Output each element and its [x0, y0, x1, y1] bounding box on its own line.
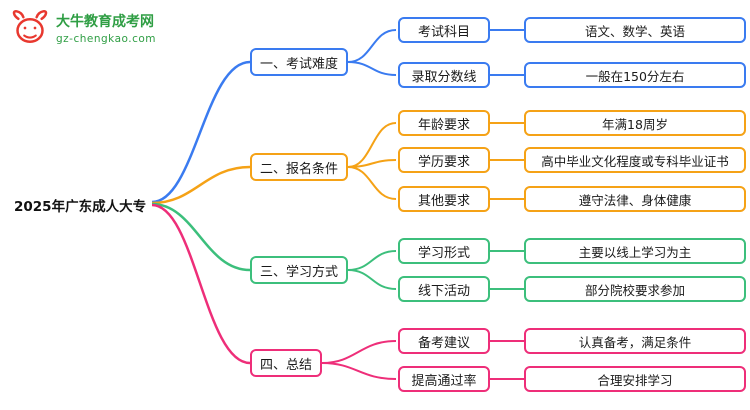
- site-url: gz-chengkao.com: [56, 33, 157, 45]
- sub-node-other-requirement: 其他要求: [398, 186, 490, 212]
- branch-node-summary: 四、总结: [250, 349, 322, 377]
- value-node-exam-subjects: 语文、数学、英语: [524, 17, 746, 43]
- site-logo: 大牛教育成考网 gz-chengkao.com: [10, 8, 156, 48]
- value-node-pass-rate: 合理安排学习: [524, 366, 746, 392]
- value-node-admission-score: 一般在150分左右: [524, 62, 746, 88]
- sub-node-age-requirement: 年龄要求: [398, 110, 490, 136]
- sub-node-pass-rate: 提高通过率: [398, 366, 490, 392]
- value-node-other-requirement: 遵守法律、身体健康: [524, 186, 746, 212]
- sub-node-education-requirement: 学历要求: [398, 147, 490, 173]
- logo-text: 大牛教育成考网 gz-chengkao.com: [56, 11, 156, 45]
- branch-node-register-conditions: 二、报名条件: [250, 153, 348, 181]
- sub-node-study-form: 学习形式: [398, 238, 490, 264]
- branch-node-study-method: 三、学习方式: [250, 256, 348, 284]
- bull-logo-icon: [12, 10, 48, 43]
- root-node: 2025年广东成人大专: [14, 199, 147, 215]
- sub-node-admission-score: 录取分数线: [398, 62, 490, 88]
- value-node-prep-advice: 认真备考，满足条件: [524, 328, 746, 354]
- value-node-education-requirement: 高中毕业文化程度或专科毕业证书: [524, 147, 746, 173]
- value-node-offline-activity: 部分院校要求参加: [524, 276, 746, 302]
- sub-node-exam-subjects: 考试科目: [398, 17, 490, 43]
- branch-node-exam-difficulty: 一、考试难度: [250, 48, 348, 76]
- value-node-age-requirement: 年满18周岁: [524, 110, 746, 136]
- site-name: 大牛教育成考网: [56, 14, 154, 30]
- value-node-study-form: 主要以线上学习为主: [524, 238, 746, 264]
- sub-node-offline-activity: 线下活动: [398, 276, 490, 302]
- sub-node-prep-advice: 备考建议: [398, 328, 490, 354]
